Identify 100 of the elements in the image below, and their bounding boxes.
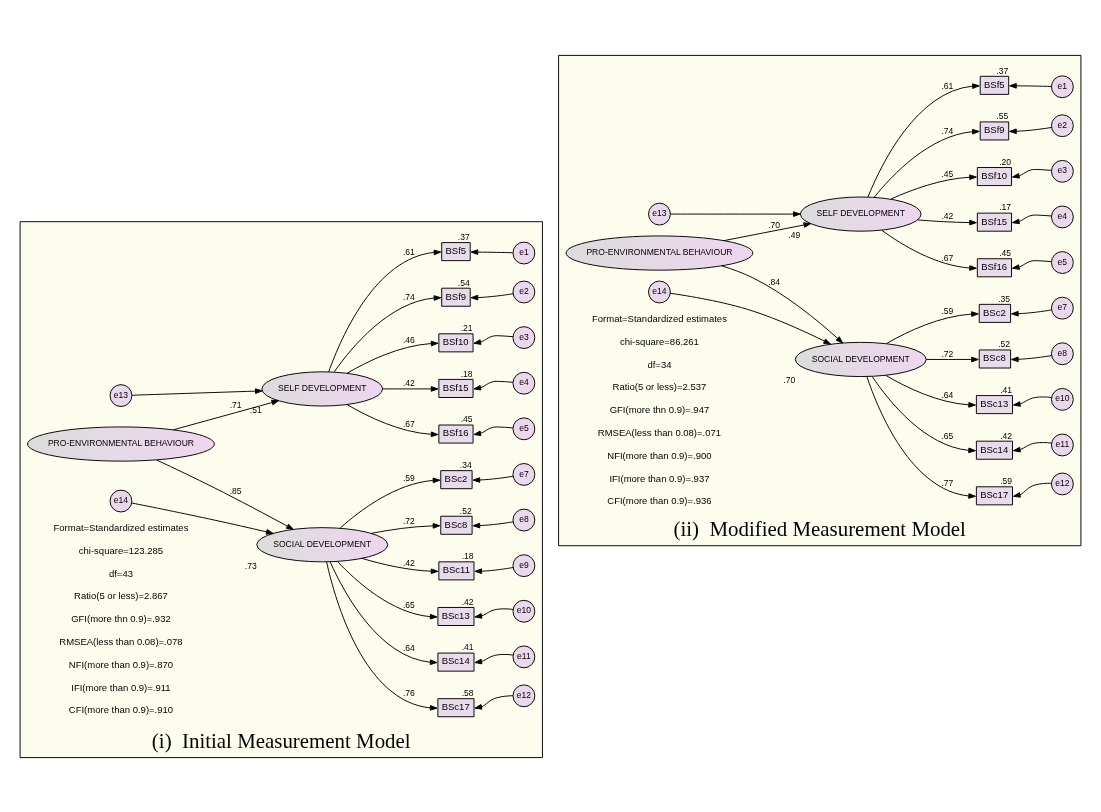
arrow xyxy=(670,292,831,345)
node-label: .51 xyxy=(249,404,262,415)
label: IFI(more than 0.9)=.937 xyxy=(609,472,710,484)
node-label: .17 xyxy=(999,201,1012,212)
node-label: .41 xyxy=(461,641,474,652)
node-label: .73 xyxy=(244,560,257,571)
node-circle: e3 xyxy=(1050,159,1074,183)
edge-label: .46 xyxy=(402,334,415,345)
arrow xyxy=(473,334,514,345)
label: RMSEA(less than 0.08)=.078 xyxy=(59,635,183,647)
edge-label: .74 xyxy=(941,125,954,136)
arrow xyxy=(339,477,441,529)
node-label: .37 xyxy=(457,231,470,242)
edge-label: .72 xyxy=(941,348,954,359)
arrow xyxy=(329,560,438,665)
edge-label: .64 xyxy=(941,389,954,400)
arrow xyxy=(1012,482,1052,498)
node-circle: e13 xyxy=(109,383,133,407)
edge-label: .72 xyxy=(402,515,415,526)
label: Format=Standardized estimates xyxy=(591,312,727,324)
arrow xyxy=(472,475,514,483)
node-circle: e10 xyxy=(512,599,536,623)
node-circle: e9 xyxy=(512,553,536,577)
node-ellipse: SELF DEVELOPMENT xyxy=(799,196,922,232)
label: chi-square=123.285 xyxy=(78,544,164,556)
label: CFI(more than 0.9)=.936 xyxy=(607,494,712,506)
arrow xyxy=(172,399,279,430)
node-ellipse: PRO-ENVIRONMENTAL BEHAVIOUR xyxy=(27,425,215,462)
node-circle: e7 xyxy=(1050,296,1074,320)
arrow xyxy=(346,340,439,374)
node-circle: e7 xyxy=(512,462,536,486)
edge-label: .59 xyxy=(941,305,954,316)
edge-label: .77 xyxy=(941,477,954,488)
node-circle: e8 xyxy=(1050,341,1074,365)
arrow xyxy=(881,229,977,271)
node-label: .45 xyxy=(460,413,473,424)
arrow xyxy=(470,248,514,255)
edge-label: .67 xyxy=(402,418,415,429)
arrow xyxy=(867,82,980,198)
node-label: .41 xyxy=(1000,384,1013,395)
edge-label: .74 xyxy=(402,291,415,302)
label: df=34 xyxy=(647,358,672,370)
node-label: .34 xyxy=(459,459,472,470)
edge-label: .65 xyxy=(402,599,415,610)
node-circle: e5 xyxy=(512,416,536,440)
arrow xyxy=(1009,126,1052,134)
edge-label: .42 xyxy=(402,377,415,388)
arrow xyxy=(1012,395,1052,407)
node-label: .37 xyxy=(996,65,1009,76)
node-circle: e2 xyxy=(512,280,536,303)
arrow xyxy=(1012,214,1052,224)
node-circle: e4 xyxy=(512,371,536,395)
arrow xyxy=(474,694,514,710)
arrow xyxy=(473,425,514,436)
node-label: .42 xyxy=(461,596,474,607)
node-circle: e11 xyxy=(1050,433,1074,456)
node-circle: e8 xyxy=(512,508,536,531)
arrow xyxy=(886,310,979,344)
edge-label: .61 xyxy=(402,246,415,257)
node-label: .35 xyxy=(998,293,1011,304)
node-circle: e2 xyxy=(1050,113,1074,137)
label: NFI(more than 0.9)=.900 xyxy=(607,449,712,461)
node-ellipse: SOCIAL DEVELOPMENT xyxy=(794,341,927,377)
node-label: .59 xyxy=(1000,475,1013,486)
label: CFI(more than 0.9)=.910 xyxy=(68,703,174,715)
node-label: .42 xyxy=(1000,430,1013,441)
node-label: .52 xyxy=(998,338,1011,349)
edge-label: .71 xyxy=(229,399,242,410)
node-circle: e4 xyxy=(1050,205,1074,228)
node-label: .49 xyxy=(788,229,801,240)
arrow xyxy=(670,210,801,217)
label: df=43 xyxy=(108,567,133,579)
node-ellipse: PRO-ENVIRONMENTAL BEHAVIOUR xyxy=(565,234,754,271)
arrow xyxy=(333,294,442,372)
node-label: .18 xyxy=(461,550,474,561)
node-circle: e12 xyxy=(512,683,536,707)
node-label: .70 xyxy=(783,374,796,385)
arrow xyxy=(346,403,439,437)
node-circle: e3 xyxy=(512,325,536,349)
arrow xyxy=(328,249,442,372)
label: NFI(more than 0.9)=.870 xyxy=(68,658,174,670)
label: Ratio(5 or less)=2.867 xyxy=(74,589,168,601)
arrow xyxy=(1012,168,1052,179)
label: Format=Standardized estimates xyxy=(53,521,189,533)
edge-label: .85 xyxy=(229,485,242,496)
arrow xyxy=(890,173,977,199)
node-label: .20 xyxy=(999,156,1012,167)
arrow xyxy=(474,653,514,664)
edge-label: .45 xyxy=(941,168,954,179)
label: RMSEA(less than 0.08)=.071 xyxy=(597,426,722,438)
edge-label: .59 xyxy=(402,472,415,483)
arrow xyxy=(1012,259,1052,270)
node-label: .21 xyxy=(460,322,473,333)
arrow xyxy=(873,128,980,198)
label: IFI(more than 0.9)=.911 xyxy=(71,681,171,693)
edge-label: .65 xyxy=(941,430,954,441)
arrow xyxy=(1011,309,1052,316)
node-label: .45 xyxy=(999,247,1012,258)
node-circle: e14 xyxy=(648,280,671,303)
arrow xyxy=(917,218,977,225)
